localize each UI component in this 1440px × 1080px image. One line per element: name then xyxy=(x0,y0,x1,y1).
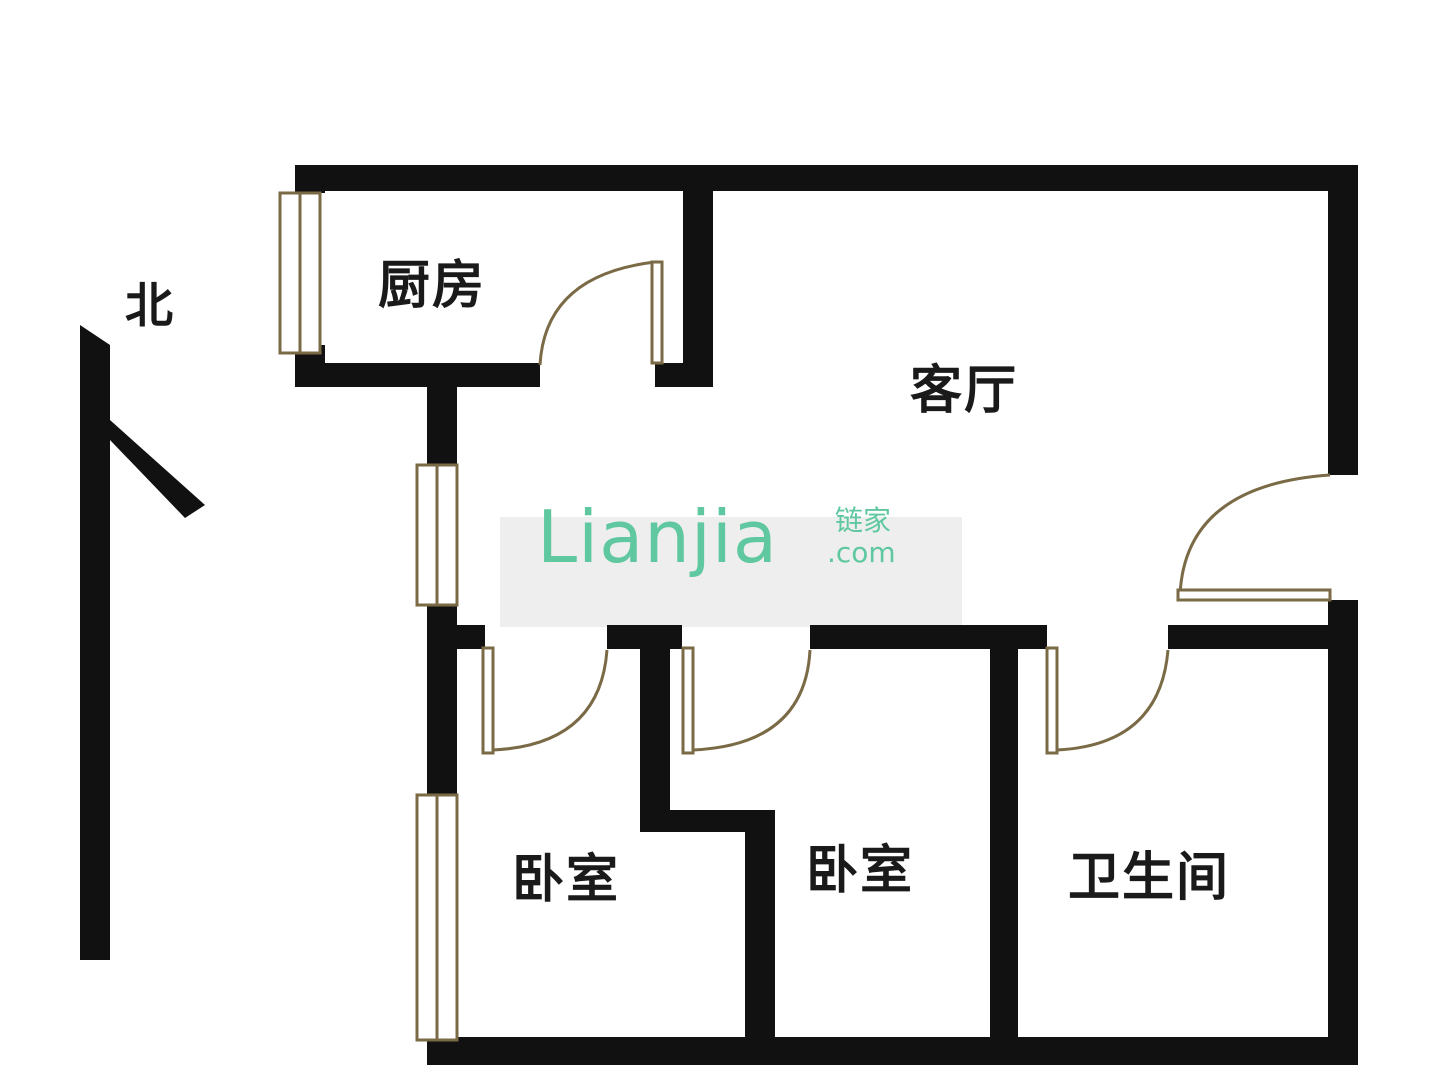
room-label-bedroom-2: 卧室 xyxy=(806,840,914,901)
room-label-bedroom-1: 卧室 xyxy=(512,849,620,910)
watermark-band xyxy=(500,517,962,627)
watermark-brand: Lianjia xyxy=(537,495,778,579)
windows xyxy=(278,191,459,1042)
room-label-living: 客厅 xyxy=(910,360,1018,421)
doors xyxy=(481,260,1332,755)
walls xyxy=(295,165,1358,1065)
watermark-domain: .com xyxy=(827,536,896,569)
north-label: 北 xyxy=(125,278,173,334)
north-arrow-icon xyxy=(80,325,205,960)
watermark-cn: 链家 xyxy=(835,504,891,537)
room-label-bathroom: 卫生间 xyxy=(1068,847,1230,908)
room-label-kitchen: 厨房 xyxy=(378,255,486,316)
